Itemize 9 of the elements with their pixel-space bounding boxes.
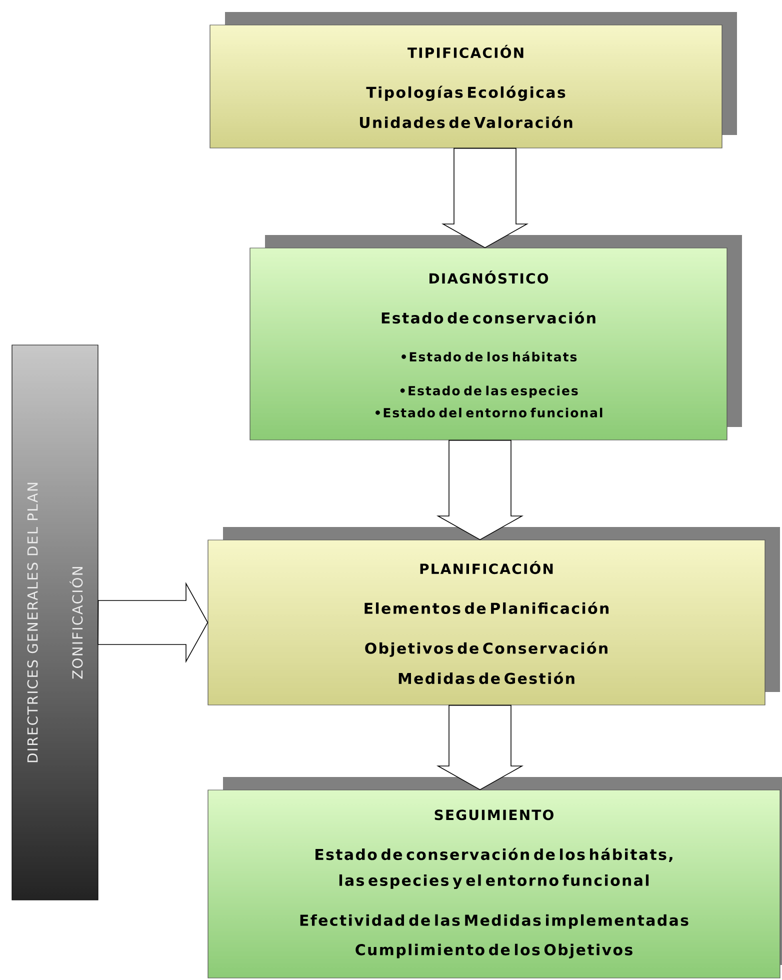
block-arrow	[98, 582, 208, 664]
process-box: TIPIFICACIÓN Tipologías Ecológicas Unidades de Valoración	[210, 24, 722, 148]
process-box: PLANIFICACIÓN Elementos de Planificación Objetivos de Conservación Medidas de Gestión	[208, 540, 766, 706]
block-arrow	[441, 148, 529, 248]
process-box: DIAGNÓSTICO Estado de conservación •Estado de los hábitats •Estado de las especies •Estado del entorno funcional	[250, 248, 728, 440]
block-arrow	[436, 440, 524, 540]
process-box: SEGUIMIENTO Estado de conservación de los hábitats, las especies y el entorno funcional Efectividad de las Medidas implementadas Cumplimiento de los Objetivos	[208, 790, 780, 978]
block-arrow	[436, 704, 524, 790]
side-bar: DIRECTRICES GENERALES DEL PLAN ZONIFICACIÓN	[12, 344, 98, 900]
